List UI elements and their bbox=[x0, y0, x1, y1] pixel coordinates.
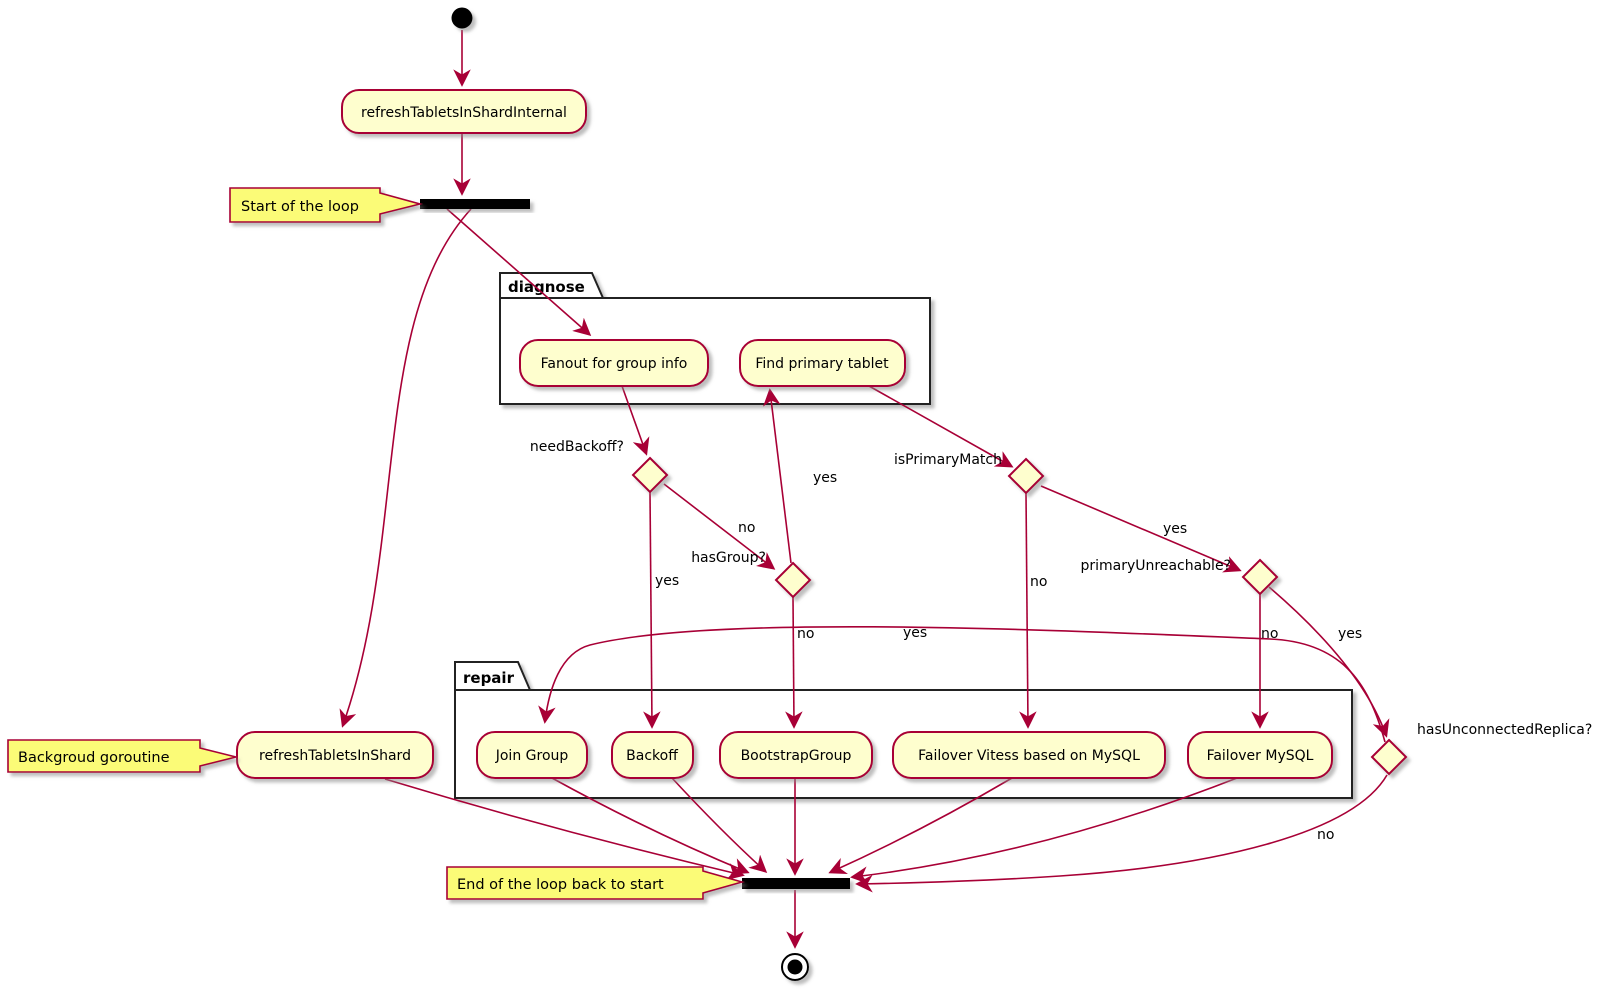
end-node bbox=[781, 953, 809, 981]
note-text: Backgroud goroutine bbox=[18, 750, 170, 766]
activity-failover-mysql: Failover MySQL bbox=[1187, 731, 1333, 779]
join-bar-end bbox=[742, 878, 850, 889]
activity-label: refreshTabletsInShardInternal bbox=[361, 105, 567, 121]
activity-bootstrap-group: BootstrapGroup bbox=[719, 731, 873, 779]
edge-need-backoff-yes-to-backoff bbox=[643, 491, 661, 729]
edge-is-primary-match-no-to-failover-vitess bbox=[1019, 492, 1037, 729]
activity-label: Failover MySQL bbox=[1207, 748, 1314, 764]
edge-failover-mysql-to-end-bar bbox=[850, 777, 1238, 885]
decisions bbox=[631, 456, 1408, 776]
edge-has-group-yes-to-find-primary bbox=[763, 388, 792, 564]
activity-label: Fanout for group info bbox=[541, 356, 688, 372]
label-need-backoff: needBackoff? bbox=[530, 439, 624, 455]
edge-need-backoff-no-to-has-group bbox=[663, 483, 776, 570]
decision-has-unconnected-replica bbox=[1370, 738, 1408, 776]
edge-label-has-group-yes: yes bbox=[813, 470, 837, 486]
edge-fanout-to-need-backoff bbox=[621, 385, 650, 456]
note-text: Start of the loop bbox=[241, 199, 359, 215]
edge-label-has-unconnected-no: no bbox=[1317, 827, 1334, 843]
edge-label-has-group-no: no bbox=[797, 626, 814, 642]
note-start-of-loop: Start of the loop bbox=[229, 187, 424, 223]
edge-refresh-shard-to-end-bar bbox=[384, 778, 745, 881]
edge-find-primary-to-is-primary-match bbox=[868, 385, 1014, 468]
edge-label-is-primary-match-yes: yes bbox=[1163, 521, 1187, 537]
activity-join-group: Join Group bbox=[476, 731, 588, 779]
activity-backoff: Backoff bbox=[611, 731, 694, 779]
activity-fanout-for-group-info: Fanout for group info bbox=[519, 339, 709, 387]
fork-bar-start bbox=[420, 199, 530, 209]
label-is-primary-match: isPrimaryMatch bbox=[894, 452, 1002, 468]
label-primary-unreachable: primaryUnreachable? bbox=[1080, 558, 1231, 574]
edge-has-group-no-to-bootstrap bbox=[785, 596, 803, 729]
edge-backoff-to-end-bar bbox=[671, 777, 768, 873]
frame-repair-title: repair bbox=[463, 669, 515, 687]
edge-label-has-unconnected-yes: yes bbox=[903, 625, 927, 641]
activity-failover-vitess: Failover Vitess based on MySQL bbox=[892, 731, 1166, 779]
activity-label: BootstrapGroup bbox=[741, 748, 852, 764]
activity-find-primary-tablet: Find primary tablet bbox=[739, 339, 906, 387]
decision-labels: needBackoff? hasGroup? isPrimaryMatch pr… bbox=[530, 439, 1592, 738]
label-has-group: hasGroup? bbox=[691, 550, 766, 566]
edge-labels: yes no yes no yes no yes no yes no bbox=[655, 470, 1362, 843]
edge-start-bar-to-fanout bbox=[446, 208, 592, 336]
activity-label: Join Group bbox=[495, 748, 569, 764]
activity-label: refreshTabletsInShard bbox=[259, 748, 411, 764]
edge-label-need-backoff-no: no bbox=[738, 520, 755, 536]
decision-need-backoff bbox=[631, 456, 669, 494]
activities: refreshTabletsInShardInternal Fanout for… bbox=[236, 89, 1333, 779]
edge-label-need-backoff-yes: yes bbox=[655, 573, 679, 589]
edge-join-group-to-end-bar bbox=[551, 777, 750, 875]
edge-start-bar-to-refresh-shard bbox=[339, 208, 472, 728]
edge-label-is-primary-match-no: no bbox=[1030, 574, 1047, 590]
activity-refresh-tablets-in-shard-internal: refreshTabletsInShardInternal bbox=[341, 89, 587, 134]
edge-has-unconnected-no-to-end-bar bbox=[855, 774, 1388, 893]
edge-label-primary-unreachable-no: no bbox=[1261, 626, 1278, 642]
activity-label: Failover Vitess based on MySQL bbox=[918, 748, 1140, 764]
edges bbox=[339, 30, 1390, 949]
activity-label: Find primary tablet bbox=[755, 356, 889, 372]
activity-label: Backoff bbox=[626, 748, 678, 764]
edge-label-primary-unreachable-yes: yes bbox=[1338, 626, 1362, 642]
decision-primary-unreachable bbox=[1241, 558, 1279, 596]
label-has-unconnected-replica: hasUnconnectedReplica? bbox=[1417, 722, 1592, 738]
decision-is-primary-match bbox=[1007, 457, 1045, 495]
edge-has-unconnected-yes-to-join-group bbox=[538, 625, 1386, 743]
decision-has-group bbox=[774, 561, 812, 599]
note-text: End of the loop back to start bbox=[457, 877, 664, 893]
edge-primary-unreachable-yes-to-has-unconnected bbox=[1268, 586, 1390, 738]
frame-diagnose-title: diagnose bbox=[508, 278, 585, 296]
notes: Start of the loop Backgroud goroutine En… bbox=[7, 187, 745, 900]
note-end-of-loop: End of the loop back to start bbox=[446, 866, 745, 900]
note-background-goroutine: Backgroud goroutine bbox=[7, 739, 237, 773]
start-node bbox=[451, 7, 473, 29]
activity-refresh-tablets-in-shard: refreshTabletsInShard bbox=[236, 731, 434, 779]
edge-is-primary-match-yes-to-primary-unreachable bbox=[1040, 485, 1242, 573]
edge-failover-vitess-to-end-bar bbox=[828, 777, 1013, 875]
